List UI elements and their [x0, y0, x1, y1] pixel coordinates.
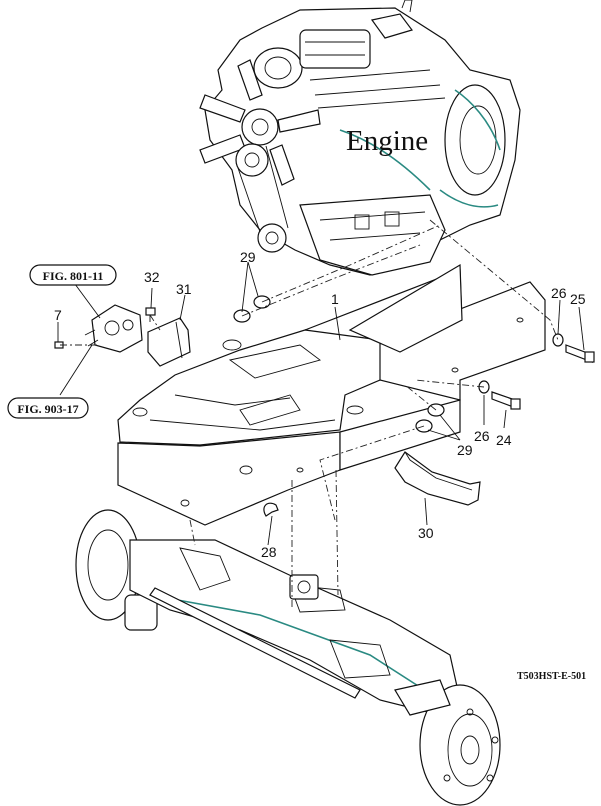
part-number-28: 28: [261, 544, 277, 560]
part-number-30: 30: [418, 525, 434, 541]
part-number-29-top: 29: [240, 249, 256, 265]
fig-801-11-label: FIG. 801-11: [43, 269, 104, 283]
part-number-26-top: 26: [551, 285, 567, 301]
bolt-24: [478, 380, 521, 410]
main-frame: [117, 263, 546, 526]
clip-28: [263, 502, 279, 517]
part-number-25: 25: [570, 291, 586, 307]
control-valve-assembly: [84, 304, 143, 353]
drawing-code: T503HST-E-501: [517, 671, 586, 682]
guard-30: [394, 451, 481, 506]
fig-903-17-reference: FIG. 903-17: [7, 397, 89, 419]
leader-lines: [57, 261, 585, 546]
fig-903-17-label: FIG. 903-17: [17, 402, 78, 416]
part-number-29-bottom: 29: [457, 442, 473, 458]
engine-label: Engine: [346, 125, 428, 157]
assembly-lines: [60, 219, 559, 610]
bolt-25: [552, 333, 595, 363]
callout-labels: 1 7 24 25 26 26 28 29 29 30 31 32: [54, 249, 586, 560]
part-number-32: 32: [144, 269, 160, 285]
part-number-1: 1: [331, 291, 339, 307]
front-axle-assembly: [75, 509, 501, 806]
bracket-31: [147, 317, 191, 367]
fan-icon: [199, 59, 321, 186]
part-number-31: 31: [176, 281, 192, 297]
engine-assembly: [199, 0, 521, 276]
part-number-26-bottom: 26: [474, 428, 490, 444]
fig-801-11-reference: FIG. 801-11: [29, 264, 117, 286]
part-number-7: 7: [54, 307, 62, 323]
part-number-24: 24: [496, 432, 512, 448]
collar-29-top: [233, 295, 271, 323]
